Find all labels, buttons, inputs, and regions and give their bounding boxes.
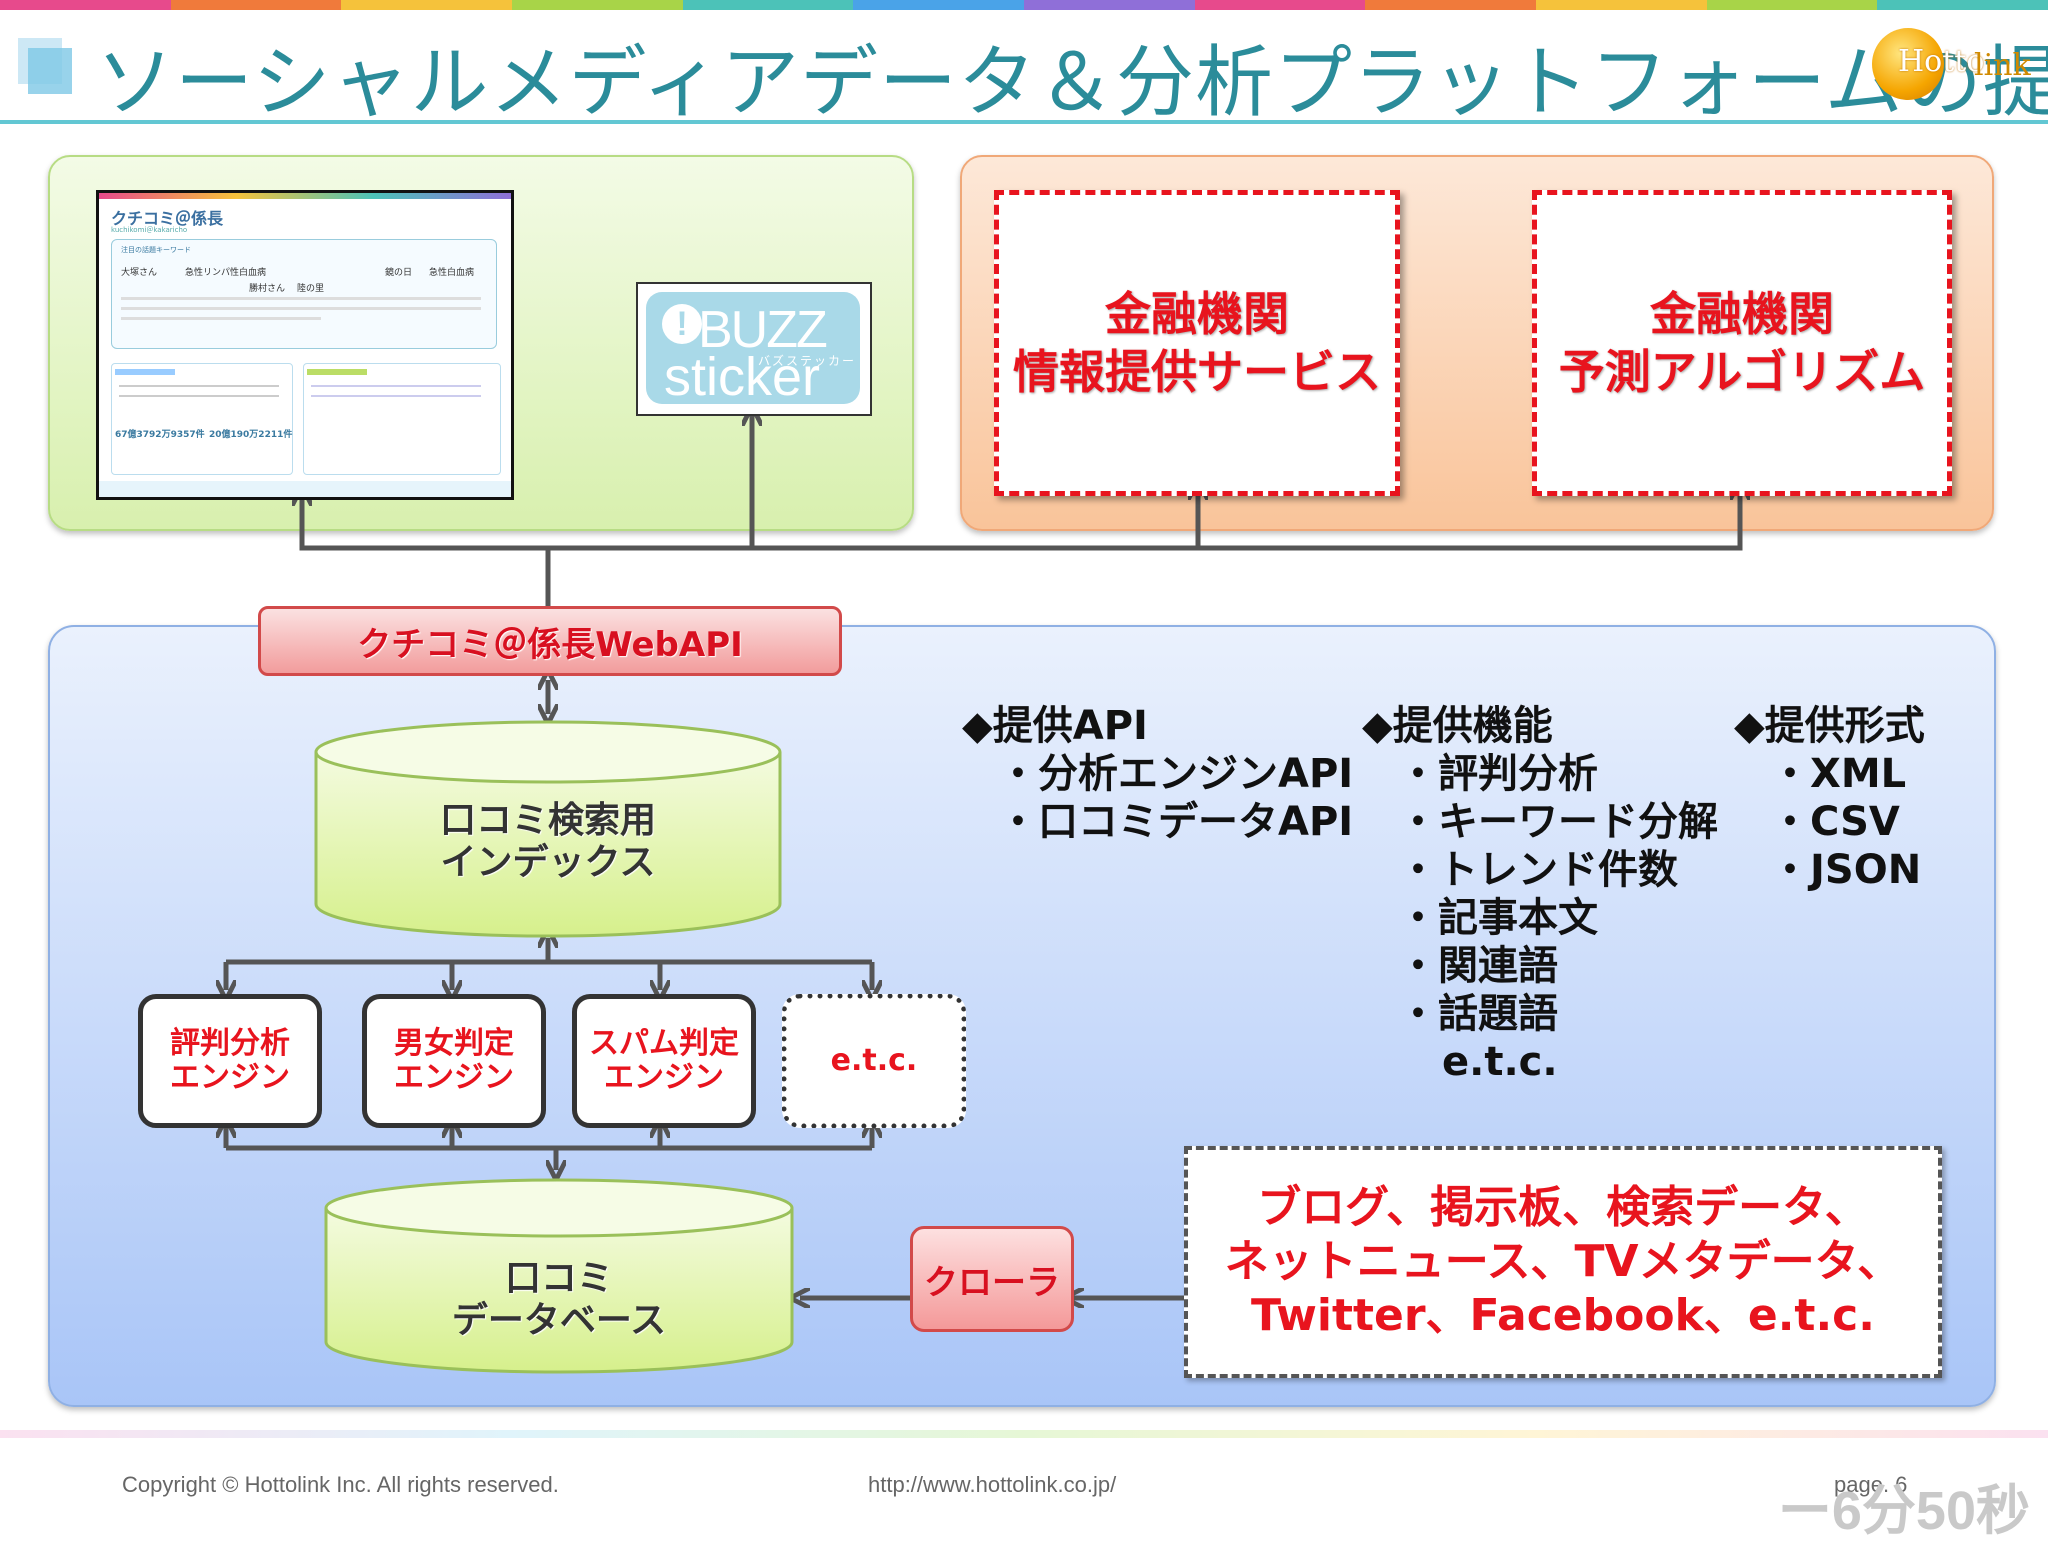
provided-functions-heading: ◆提供機能 — [1362, 703, 1553, 749]
database-label: 口コミ データベース — [451, 1258, 667, 1341]
title-underline — [0, 120, 2048, 124]
provided-function-item: ・記事本文 — [1398, 895, 1598, 941]
crawler-box: クローラ — [910, 1226, 1074, 1332]
provided-api-item: ・分析エンジンAPI — [998, 751, 1354, 797]
provided-function-item: ・関連語 — [1398, 943, 1558, 989]
crawler-label: クローラ — [924, 1262, 1060, 1303]
exclamation-icon: ! — [662, 304, 702, 344]
site-counter: 67億3792万9357件 — [115, 430, 205, 440]
provided-function-item: ・トレンド件数 — [1398, 847, 1678, 893]
finance-prediction-box: 金融機関 予測アルゴリズム — [1532, 190, 1952, 496]
provided-functions-list: ◆提供機能 ・評判分析 ・キーワード分解 ・トレンド件数 ・記事本文 ・関連語 … — [1362, 702, 1718, 1086]
kuchikomi-site-screenshot: クチコミ＠係長 kuchikomi＠kakaricho 注目の話題キーワード 大… — [96, 190, 514, 500]
title-bullet-icon — [18, 38, 72, 94]
buzz-sticker-word: sticker — [664, 347, 821, 407]
site-keyword: 陸の里 — [297, 284, 325, 294]
site-subtitle: kuchikomi＠kakaricho — [111, 226, 188, 234]
footer-strip — [0, 1430, 2048, 1438]
index-cylinder: 口コミ検索用 インデックス — [312, 718, 784, 940]
provided-format-item: ・JSON — [1770, 847, 1922, 893]
logo-text: Hotto — [1898, 44, 1985, 79]
provided-format-item: ・CSV — [1770, 799, 1900, 845]
etc-engine-box: e.t.c. — [782, 994, 966, 1128]
provided-formats-heading: ◆提供形式 — [1734, 703, 1925, 749]
site-keyword: 急性白血病 — [429, 268, 475, 278]
sources-line: Twitter、Facebook、e.t.c. — [1251, 1290, 1875, 1341]
engine-label: スパム判定 エンジン — [589, 1026, 739, 1095]
hottolink-logo: Hotto link — [1872, 28, 2042, 100]
buzz-kana: バズステッカー — [758, 354, 857, 368]
engine-label: 評判分析 エンジン — [170, 1026, 290, 1095]
finance-info-service-label: 金融機関 情報提供サービス — [1013, 287, 1381, 399]
buzz-word: BUZZ — [698, 301, 828, 359]
webapi-label: クチコミ＠係長WebAPI — [357, 624, 743, 665]
site-counter: 20億190万2211件 — [209, 430, 293, 440]
data-sources-box: ブログ、掲示板、検索データ、 ネットニュース、TVメタデータ、 Twitter、… — [1184, 1146, 1942, 1378]
logo-link-text: link — [1974, 48, 2031, 83]
site-keyword: 急性リンパ性白血病 — [185, 268, 267, 278]
site-keyword: 勝村さん — [249, 284, 286, 294]
provided-function-item: ・話題語 — [1398, 991, 1558, 1037]
provided-api-heading: ◆提供API — [962, 703, 1148, 749]
countdown-timer: ー6分50秒 — [1777, 1481, 2030, 1541]
provided-api-item: ・口コミデータAPI — [998, 799, 1354, 845]
sources-line: ネットニュース、TVメタデータ、 — [1224, 1236, 1902, 1287]
sources-line: ブログ、掲示板、検索データ、 — [1257, 1182, 1869, 1233]
provided-api-list: ◆提供API ・分析エンジンAPI ・口コミデータAPI — [962, 702, 1353, 846]
provided-function-item: ・評判分析 — [1398, 751, 1598, 797]
gender-engine-box: 男女判定 エンジン — [362, 994, 546, 1128]
footer-url[interactable]: http://www.hottolink.co.jp/ — [868, 1472, 1117, 1497]
provided-function-item: ・キーワード分解 — [1398, 799, 1718, 845]
provided-format-item: ・XML — [1770, 751, 1907, 797]
site-logo: クチコミ＠係長 — [111, 209, 224, 228]
site-keyword: 大塚さん — [121, 268, 158, 278]
site-keyword: 鏡の日 — [385, 268, 413, 278]
provided-formats-list: ◆提供形式 ・XML ・CSV ・JSON — [1734, 702, 1925, 894]
logo-sun-icon — [1872, 28, 1944, 100]
provided-function-etc: e.t.c. — [1442, 1039, 1558, 1085]
engine-label: e.t.c. — [830, 1043, 918, 1078]
reputation-engine-box: 評判分析 エンジン — [138, 994, 322, 1128]
database-cylinder: 口コミ データベース — [322, 1176, 796, 1376]
site-search-header: 注目の話題キーワード — [121, 246, 191, 254]
buzz-sticker-logo: ! BUZZ バズステッカー sticker — [636, 282, 872, 416]
copyright-text: Copyright © Hottolink Inc. All rights re… — [122, 1472, 559, 1497]
finance-prediction-label: 金融機関 予測アルゴリズム — [1558, 287, 1926, 399]
rainbow-strip — [0, 0, 2048, 10]
slide-title: ソーシャルメディアデータ＆分析プラットフォームの提供 — [96, 38, 2048, 128]
page-number: page. 6 — [1834, 1472, 1908, 1497]
engine-label: 男女判定 エンジン — [394, 1026, 514, 1095]
index-label: 口コミ検索用 インデックス — [439, 800, 656, 883]
webapi-bar: クチコミ＠係長WebAPI — [258, 606, 842, 676]
spam-engine-box: スパム判定 エンジン — [572, 994, 756, 1128]
finance-info-service-box: 金融機関 情報提供サービス — [994, 190, 1400, 496]
